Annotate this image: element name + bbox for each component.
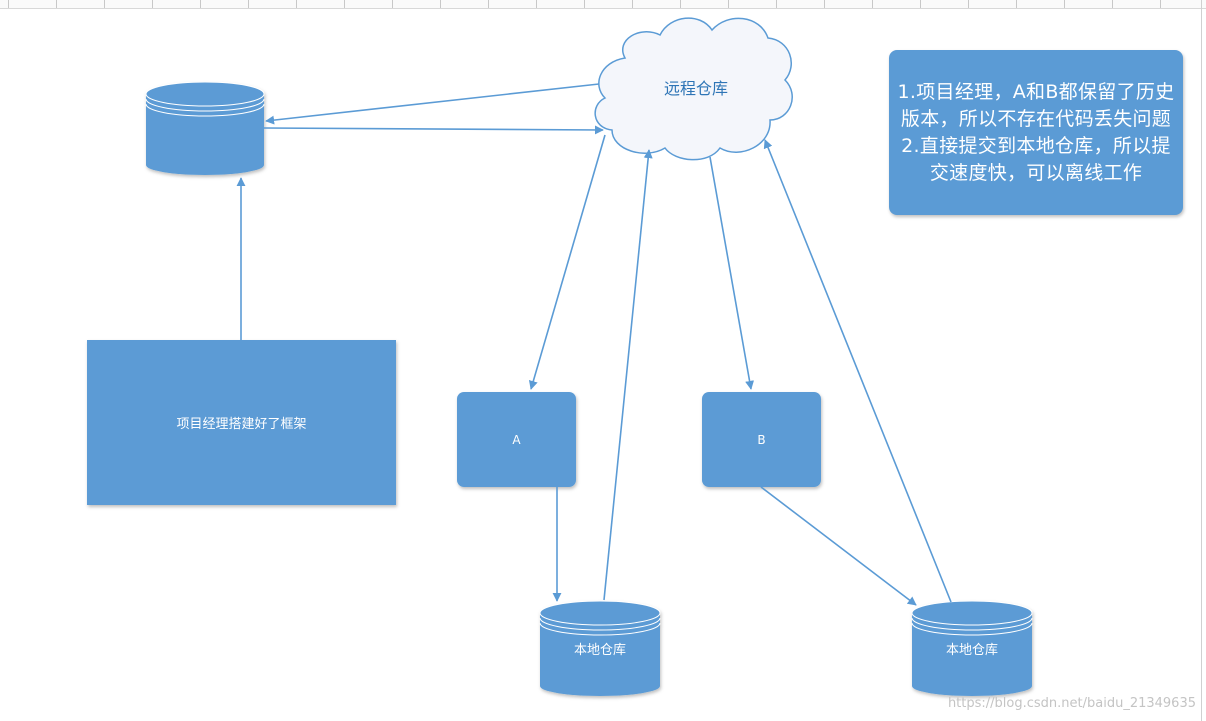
local-repo-a-cylinder[interactable]	[539, 600, 661, 696]
ruler-tick	[872, 0, 873, 8]
ruler-tick	[776, 0, 777, 8]
ruler-tick	[392, 0, 393, 8]
ruler-tick	[920, 0, 921, 8]
ruler-tick	[488, 0, 489, 8]
pm-box-label: 项目经理搭建好了框架	[176, 417, 307, 432]
arrow-central-to-cloud	[263, 125, 604, 135]
ruler-tick	[824, 0, 825, 8]
notes-text: 1.项目经理，A和B都保留了历史版本，所以不存在代码丢失问题 2.直接提交到本地…	[897, 80, 1175, 184]
remote-repo-label: 远程仓库	[663, 79, 728, 98]
user-a-label: A	[512, 432, 521, 447]
ruler-tick	[344, 0, 345, 8]
pm-box-shape[interactable]	[87, 340, 396, 505]
ruler	[0, 0, 1206, 9]
ruler-tick	[248, 0, 249, 8]
ruler-tick	[104, 0, 105, 8]
ruler-tick	[1064, 0, 1065, 8]
arrow-b-to-local-b	[760, 486, 917, 606]
arrow-local-a-to-cloud	[603, 149, 653, 601]
user-b-box-shape[interactable]	[702, 392, 821, 487]
ruler-tick	[968, 0, 969, 8]
ruler-tick	[1160, 0, 1161, 8]
ruler-tick	[296, 0, 297, 8]
watermark: https://blog.csdn.net/baidu_21349635	[947, 696, 1196, 711]
ruler-tick	[152, 0, 153, 8]
local-repo-a-label: 本地仓库	[573, 642, 626, 658]
arrow-cloud-to-a	[528, 134, 606, 390]
local-repo-b-label: 本地仓库	[945, 642, 998, 658]
user-a-box-shape[interactable]	[457, 392, 576, 487]
ruler-tick	[8, 0, 9, 8]
ruler-tick	[1016, 0, 1017, 8]
arrow-cloud-to-central	[265, 83, 600, 125]
ruler-tick	[632, 0, 633, 8]
ruler-tick	[56, 0, 57, 8]
arrow-cloud-to-b	[709, 156, 755, 390]
central-repo-cylinder[interactable]	[145, 81, 265, 175]
ruler-tick	[680, 0, 681, 8]
ruler-tick	[440, 0, 441, 8]
page-edge	[1201, 0, 1202, 721]
ruler-tick	[728, 0, 729, 8]
user-b-label: B	[757, 432, 766, 447]
ruler-tick	[584, 0, 585, 8]
notes-box: 1.项目经理，A和B都保留了历史版本，所以不存在代码丢失问题 2.直接提交到本地…	[889, 50, 1183, 215]
ruler-tick	[1112, 0, 1113, 8]
local-repo-b-cylinder[interactable]	[911, 600, 1033, 696]
ruler-tick	[200, 0, 201, 8]
arrow-local-b-to-cloud	[763, 139, 952, 603]
ruler-tick	[536, 0, 537, 8]
